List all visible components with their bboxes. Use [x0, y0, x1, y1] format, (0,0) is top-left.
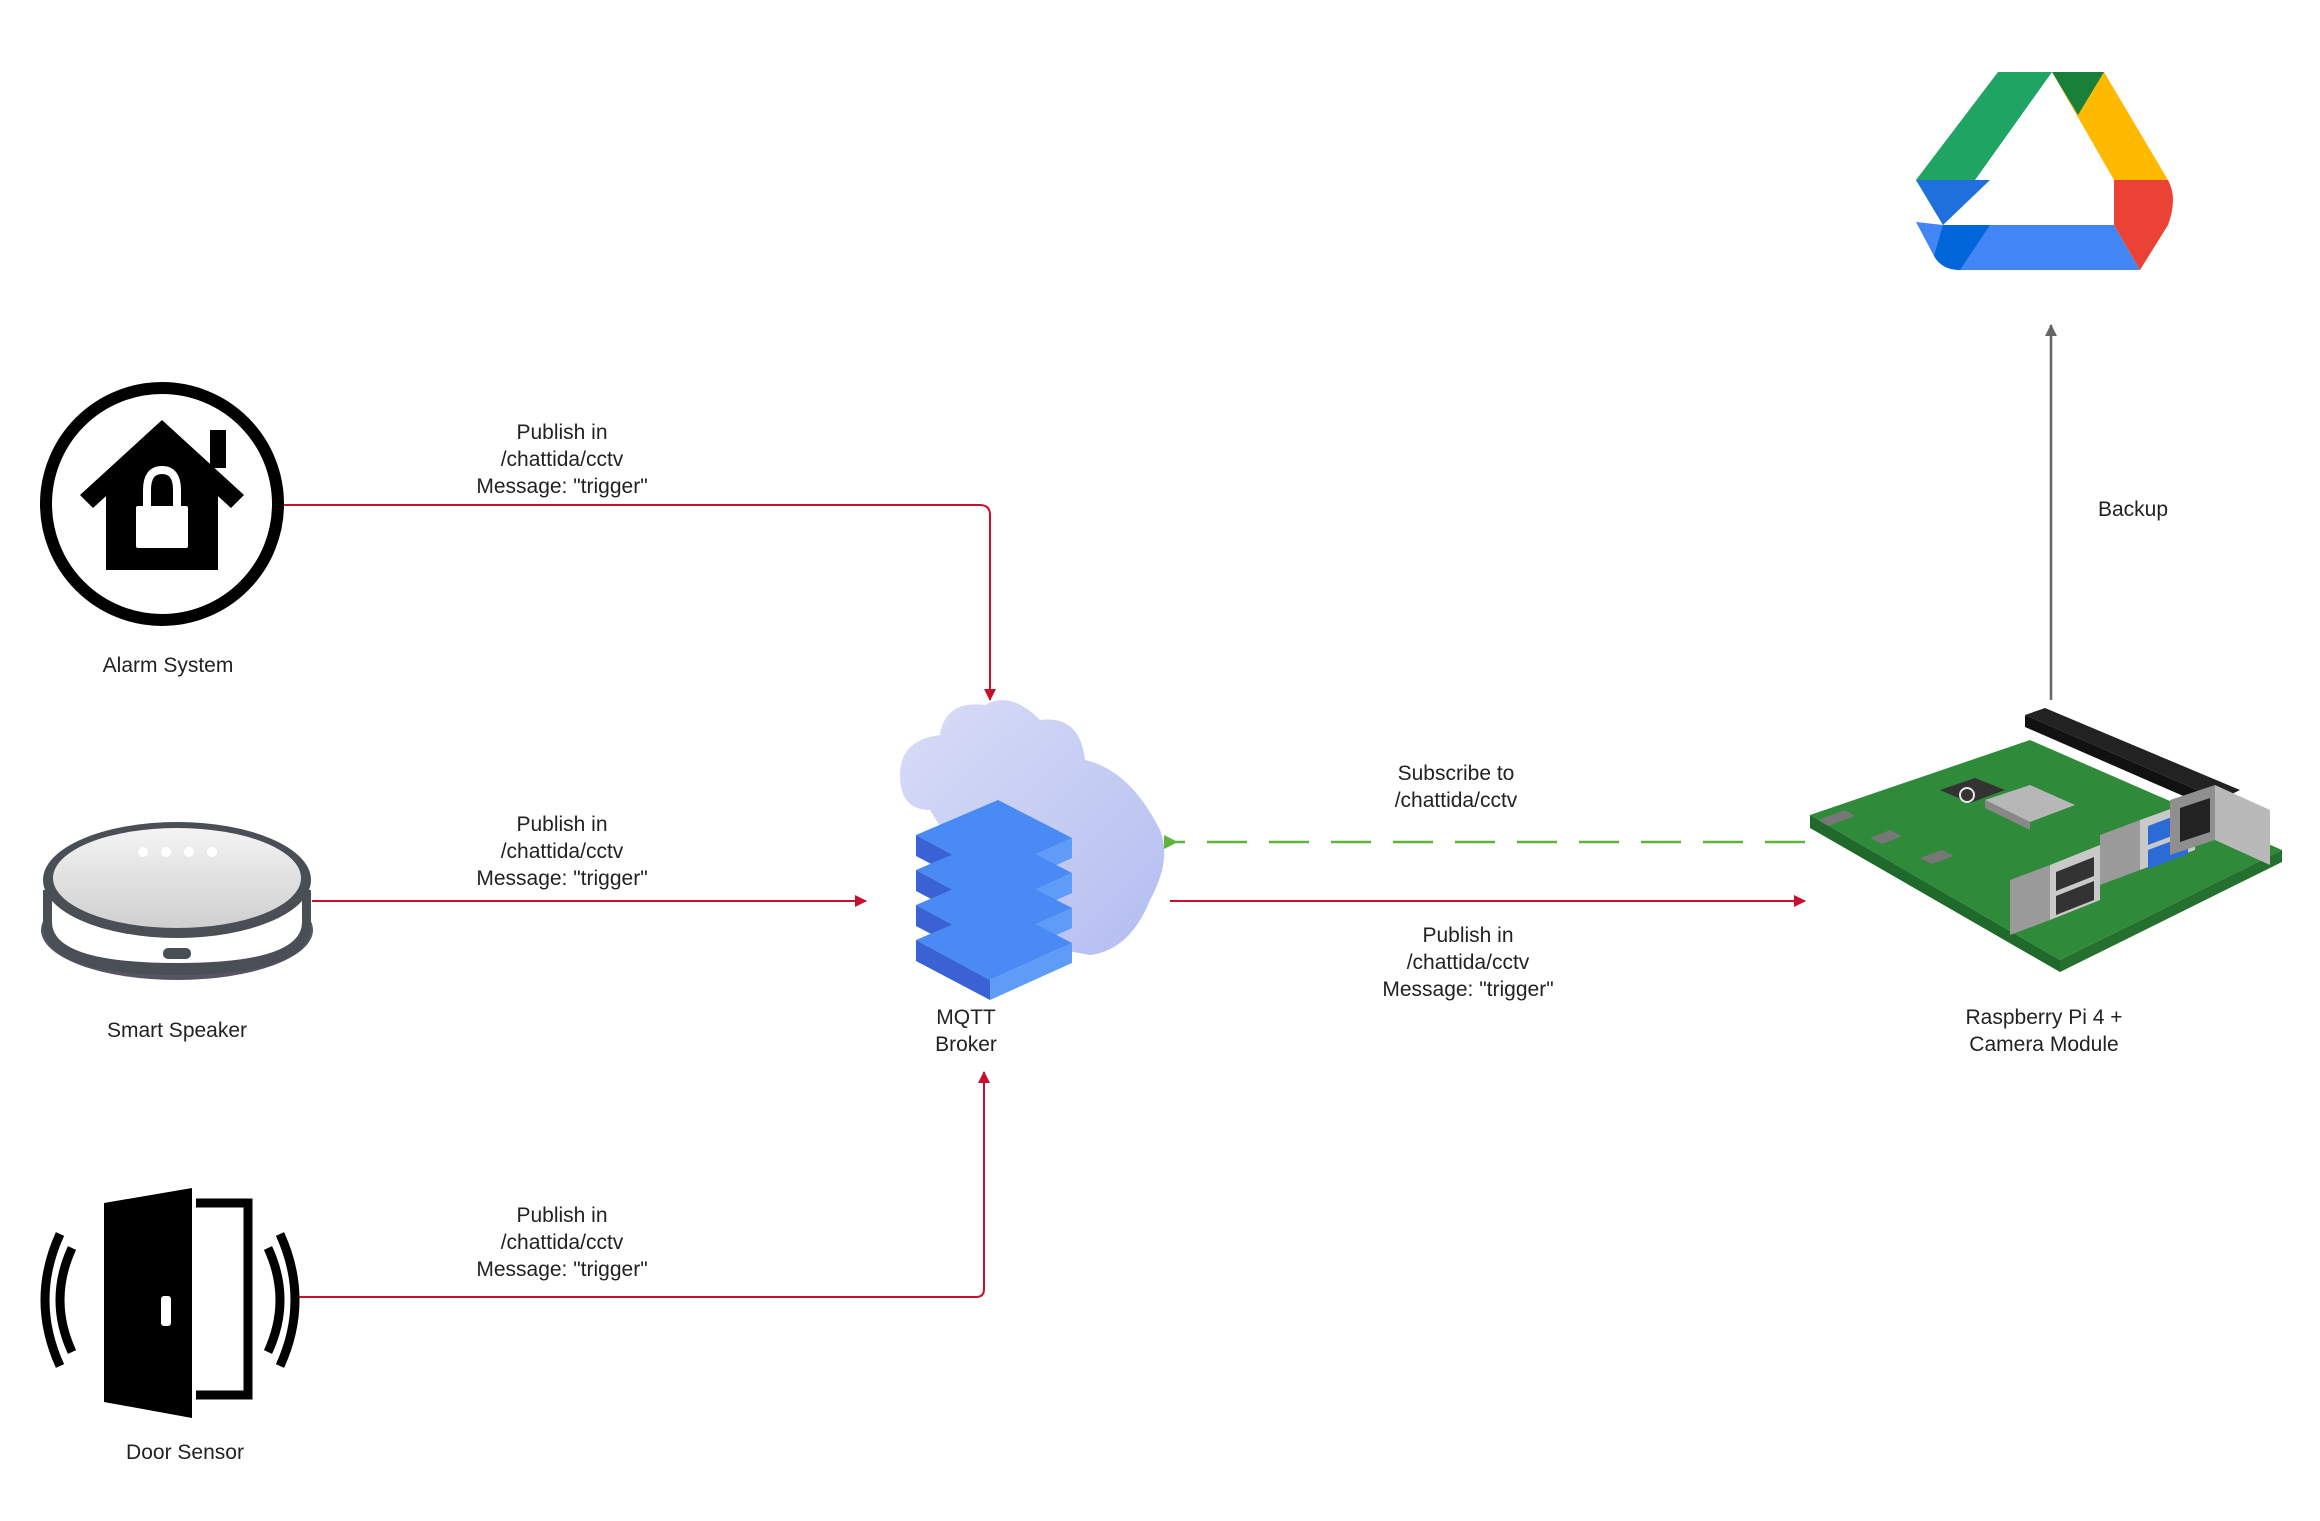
alarm-publish-label: Publish in /chattida/cctv Message: "trig…	[476, 419, 647, 500]
smart-speaker-label-text: Smart Speaker	[106, 1019, 248, 1042]
door-publish-label: Publish in /chattida/cctv Message: "trig…	[476, 1202, 647, 1283]
edge-door-to-broker	[298, 1071, 990, 1298]
backup-label-text: Backup	[2097, 498, 2169, 521]
door-sensor-label-text: Door Sensor	[126, 1441, 244, 1464]
google-drive-logo	[1916, 72, 2173, 270]
speaker-publish-line2: /chattida/cctv	[500, 840, 624, 863]
raspberry-pi-label-line2: Camera Module	[1969, 1033, 2119, 1056]
gpio-header	[2025, 708, 2240, 812]
alarm-system-label-text: Alarm System	[102, 654, 234, 677]
edge-alarm-to-broker	[283, 504, 996, 701]
pi-subscribe-line2: /chattida/cctv	[1394, 789, 1518, 812]
speaker-publish-label: Publish in /chattida/cctv Message: "trig…	[476, 811, 647, 892]
alarm-publish-line2: /chattida/cctv	[500, 448, 624, 471]
raspberry-pi-icon	[1810, 708, 2282, 972]
door-publish-line2: /chattida/cctv	[500, 1231, 624, 1254]
door-publish-line3: Message: "trigger"	[476, 1258, 648, 1281]
pi-subscribe-label: Subscribe to /chattida/cctv	[1395, 760, 1518, 814]
mqtt-broker-label: MQTT Broker	[935, 1004, 997, 1058]
backup-label: Backup	[2098, 496, 2168, 523]
broker-publish-line2: /chattida/cctv	[1406, 951, 1530, 974]
mqtt-broker-label-line2: Broker	[935, 1033, 997, 1056]
alarm-publish-line3: Message: "trigger"	[476, 475, 648, 498]
pi-subscribe-line1: Subscribe to	[1397, 762, 1515, 785]
speaker-publish-line1: Publish in	[516, 813, 608, 836]
door-sensor-icon	[40, 1188, 300, 1418]
alarm-system-icon	[40, 382, 284, 626]
broker-publish-label: Publish in /chattida/cctv Message: "trig…	[1382, 922, 1553, 1003]
mqtt-broker-icon	[900, 700, 1165, 1000]
ethernet-port	[2170, 785, 2270, 865]
alarm-publish-line1: Publish in	[516, 421, 608, 444]
door-publish-line1: Publish in	[516, 1204, 608, 1227]
door-sensor-label: Door Sensor	[126, 1439, 244, 1466]
mqtt-broker-label-line1: MQTT	[936, 1006, 996, 1029]
server-stack	[916, 800, 1072, 1000]
broker-publish-line3: Message: "trigger"	[1382, 978, 1554, 1001]
raspberry-pi-label-line1: Raspberry Pi 4 +	[1965, 1006, 2123, 1029]
raspberry-pi-label: Raspberry Pi 4 + Camera Module	[1966, 1004, 2123, 1058]
speaker-publish-line3: Message: "trigger"	[476, 867, 648, 890]
alarm-system-label: Alarm System	[103, 652, 234, 679]
smart-speaker-label: Smart Speaker	[107, 1017, 247, 1044]
smart-speaker-icon	[41, 822, 313, 980]
broker-publish-line1: Publish in	[1422, 924, 1514, 947]
